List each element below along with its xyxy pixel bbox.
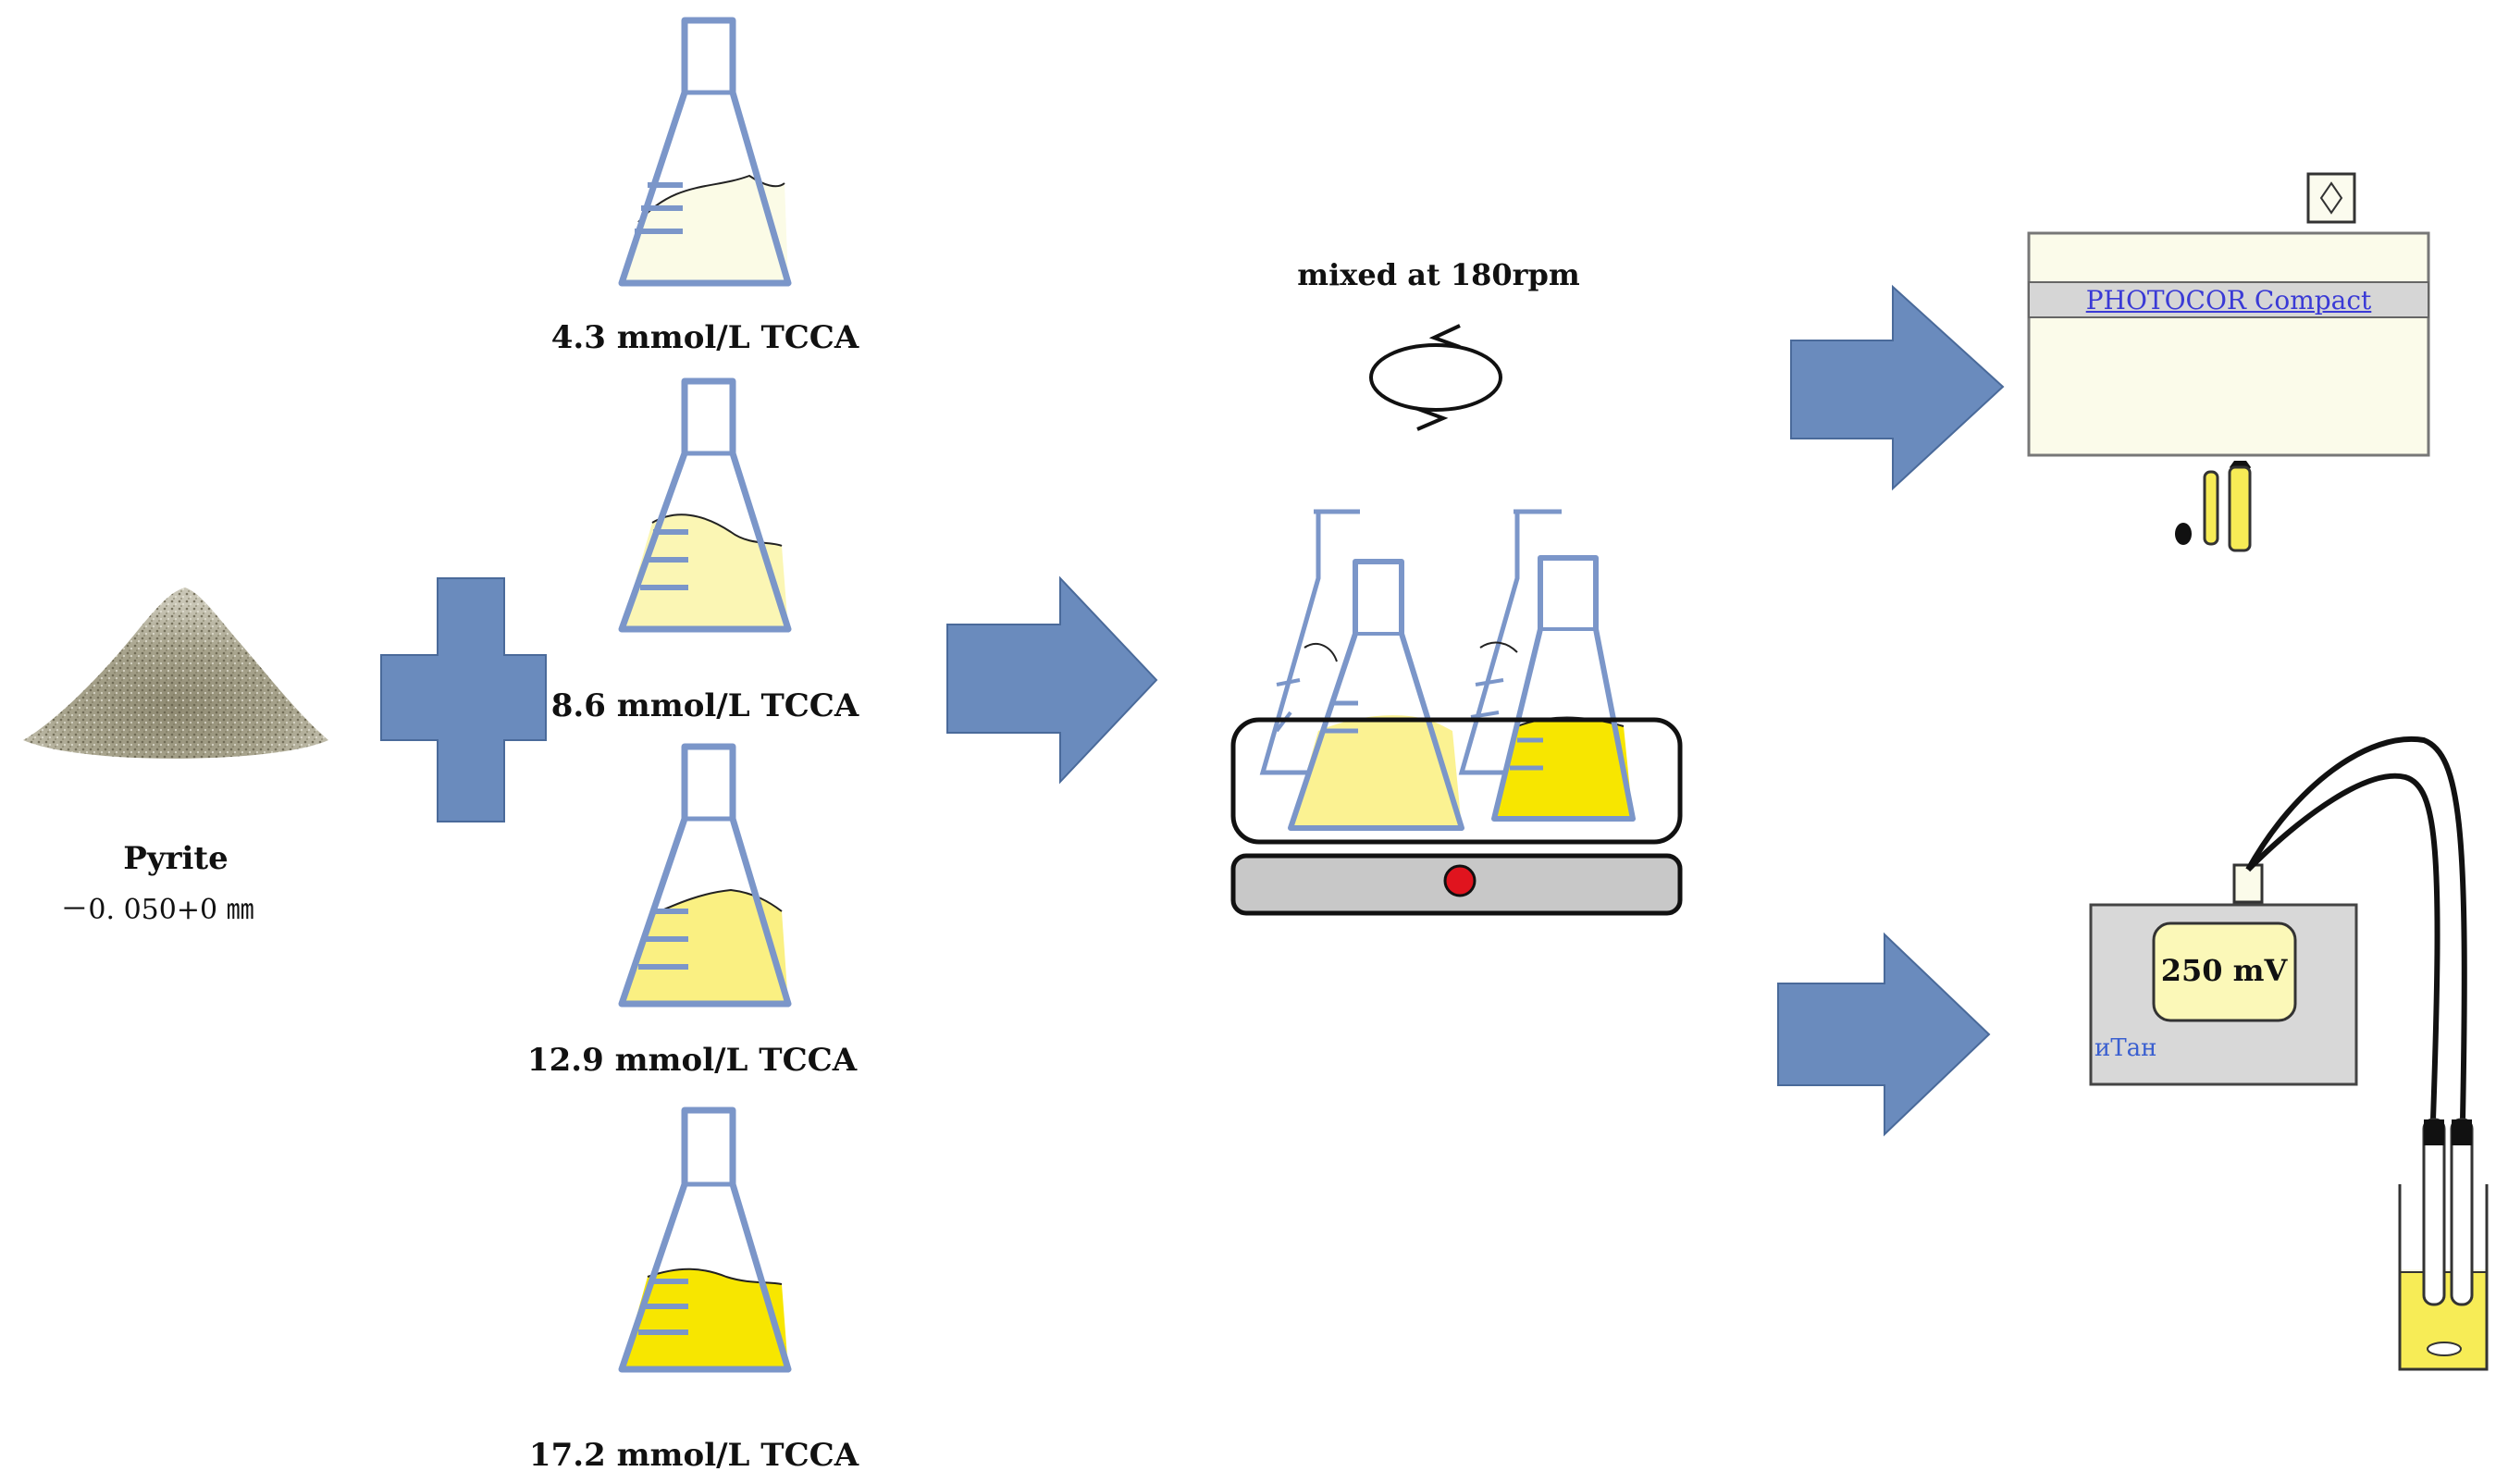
flask-label-4: 17.2 mmol/L TCCA bbox=[528, 1437, 859, 1474]
ph-meter-reading: 250 mV bbox=[2160, 953, 2288, 988]
pyrite-size-label: －0. 050+0 ㎜ bbox=[60, 894, 254, 926]
photometer-device bbox=[2027, 172, 2430, 552]
flask-label-1: 4.3 mmol/L TCCA bbox=[550, 319, 859, 356]
flask-label-2: 8.6 mmol/L TCCA bbox=[550, 687, 859, 724]
pyrite-pile-image bbox=[23, 587, 328, 759]
flask-8-6-mmol bbox=[618, 377, 792, 633]
shaker-speed-label: mixed at 180rpm bbox=[1297, 257, 1580, 292]
plus-icon bbox=[380, 577, 547, 822]
arrow-to-photometer-icon bbox=[1790, 284, 2005, 491]
flask-4-3-mmol bbox=[618, 17, 792, 287]
ph-meter-brand: иТан bbox=[2094, 1034, 2157, 1062]
arrow-to-shaker-icon bbox=[946, 575, 1158, 785]
rotation-icon bbox=[1369, 324, 1502, 431]
arrow-to-ph-meter-icon bbox=[1777, 932, 1991, 1137]
pyrite-label: Pyrite bbox=[123, 840, 229, 877]
flask-label-3: 12.9 mmol/L TCCA bbox=[526, 1042, 858, 1079]
flask-12-9-mmol bbox=[618, 743, 792, 1008]
ph-meter-device bbox=[2089, 736, 2489, 1371]
flask-17-2-mmol bbox=[618, 1107, 792, 1373]
orbital-shaker bbox=[1230, 509, 1683, 916]
photometer-label: PHOTOCOR Compact bbox=[2085, 285, 2372, 315]
